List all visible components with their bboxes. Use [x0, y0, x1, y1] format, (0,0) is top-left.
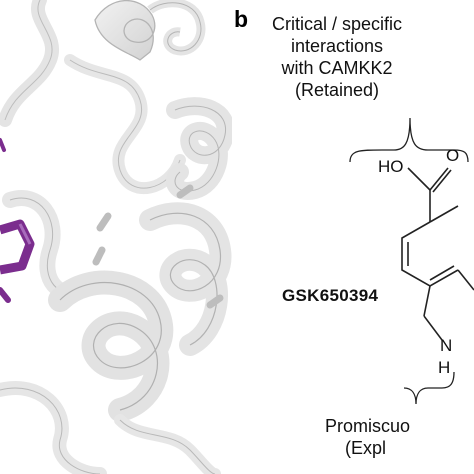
benzene-ring [401, 205, 459, 287]
bottom-caption: Promiscuo (Expl [325, 415, 410, 459]
bottom-caption-line2: (Expl [345, 438, 387, 458]
lower-brace [403, 371, 455, 405]
upper-brace [349, 117, 469, 163]
strand-left [2, 190, 88, 301]
oxygen-label: O [446, 146, 460, 165]
helix-right-lower [139, 202, 232, 356]
hydrogen-label: H [438, 358, 451, 377]
ligand-stick-model [0, 138, 35, 303]
compound-name: GSK650394 [282, 286, 379, 305]
carboxylic-acid [407, 167, 452, 222]
helix-lower [48, 270, 174, 422]
top-caption: Critical / specific interactions with CA… [232, 13, 442, 101]
helix-top [94, 0, 206, 61]
top-caption-line3: with CAMKK2 [281, 58, 393, 78]
molecule-drawing [349, 117, 474, 405]
loop-fragments [92, 184, 224, 309]
bottom-caption-line1: Promiscuo [325, 416, 411, 436]
nitrogen-label: N [440, 336, 453, 355]
protein-structure-panel [0, 0, 232, 474]
top-caption-line4: (Retained) [294, 80, 380, 100]
helix-right [166, 97, 232, 200]
hydroxyl-label: HO [378, 157, 404, 176]
fused-pyrrole-ring [423, 269, 474, 341]
coil-center [64, 54, 186, 194]
chemical-structure-panel: b Critical / specific interactions with … [232, 0, 474, 474]
panel-label: b [234, 6, 249, 32]
top-caption-line2: interactions [290, 36, 384, 56]
coil-left [0, 0, 59, 127]
top-caption-line1: Critical / specific [271, 14, 403, 34]
protein-cartoon [0, 0, 232, 474]
